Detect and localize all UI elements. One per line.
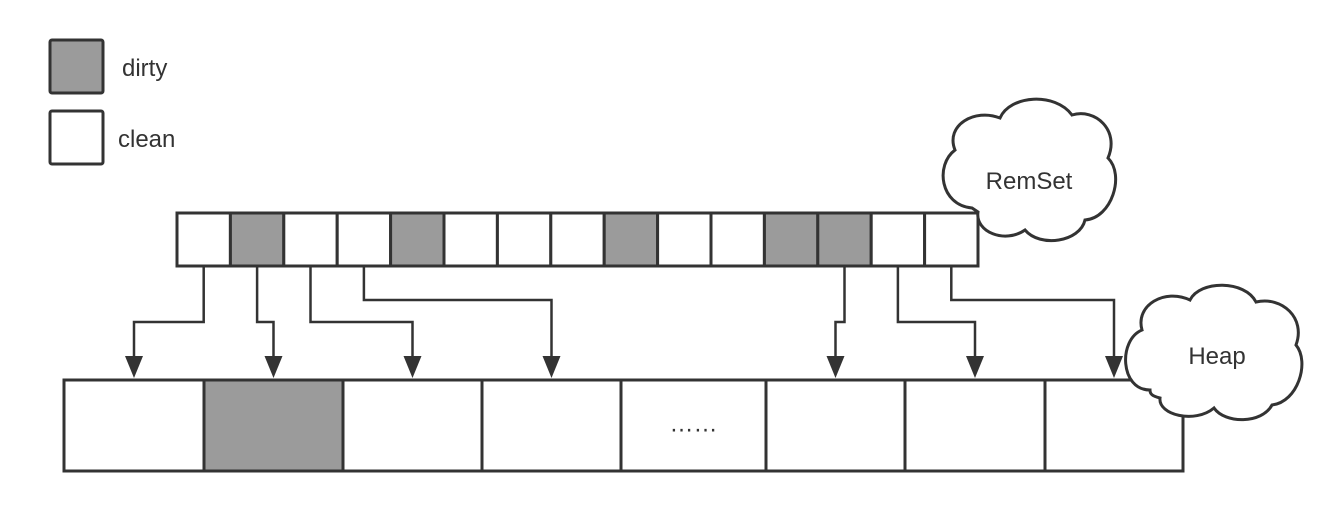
remset-card-clean — [335, 211, 393, 268]
heap-label: Heap — [1188, 343, 1245, 370]
pointer-arrow-line — [255, 266, 275, 358]
remset-card-clean — [282, 211, 339, 268]
remset-card-dirty — [389, 211, 446, 268]
heap-region-clean — [341, 378, 484, 473]
heap-region-clean — [764, 378, 907, 473]
heap-cloud-shape — [1124, 283, 1304, 422]
remset-card-dirty — [228, 211, 286, 268]
heap-cloud: Heap — [1124, 283, 1304, 422]
remset-card-clean — [442, 211, 499, 268]
legend-dirty-label: dirty — [122, 55, 167, 82]
pointer-arrow-head — [125, 356, 143, 378]
remset-label: RemSet — [986, 168, 1073, 195]
pointer-arrow-head — [542, 356, 561, 378]
pointer-arrow-head — [264, 356, 283, 378]
remset-cloud: RemSet — [941, 97, 1118, 243]
pointer-arrows — [125, 266, 1123, 378]
pointer-arrow-head — [403, 356, 422, 378]
pointer-arrow-line — [309, 266, 414, 358]
legend-clean-label: clean — [118, 126, 175, 153]
pointer-arrow-line — [950, 266, 1116, 358]
remset-cloud-shape — [941, 97, 1118, 243]
heap-region-clean — [480, 378, 623, 473]
remset-card-dirty — [762, 211, 820, 268]
pointer-arrow-line — [896, 266, 977, 358]
remset-card-dirty — [602, 211, 660, 268]
remset-card-clean — [495, 211, 553, 268]
heap-region-clean — [903, 378, 1047, 473]
remset-card-dirty — [816, 211, 873, 268]
pointer-arrow-line — [834, 266, 846, 358]
pointer-arrow-line — [132, 266, 205, 358]
legend-clean-swatch — [48, 109, 105, 166]
remset-card-clean — [869, 211, 927, 268]
remset-card-table — [175, 211, 980, 268]
pointer-arrow-head — [966, 356, 984, 378]
heap-region-row: …… — [62, 378, 1185, 473]
heap-region-ellipsis: …… — [670, 411, 718, 438]
pointer-arrow-head — [1105, 356, 1123, 378]
remset-card-clean — [709, 211, 766, 268]
legend: dirty clean — [48, 38, 175, 166]
remset-card-clean — [923, 211, 980, 268]
remset-card-clean — [549, 211, 606, 268]
pointer-arrow-head — [826, 356, 845, 378]
pointer-arrow-line — [362, 266, 553, 358]
heap-region-dirty — [202, 378, 345, 473]
remset-card-clean — [175, 211, 232, 268]
remset-card-clean — [656, 211, 713, 268]
heap-region-clean — [62, 378, 206, 473]
legend-dirty-swatch — [48, 38, 105, 95]
